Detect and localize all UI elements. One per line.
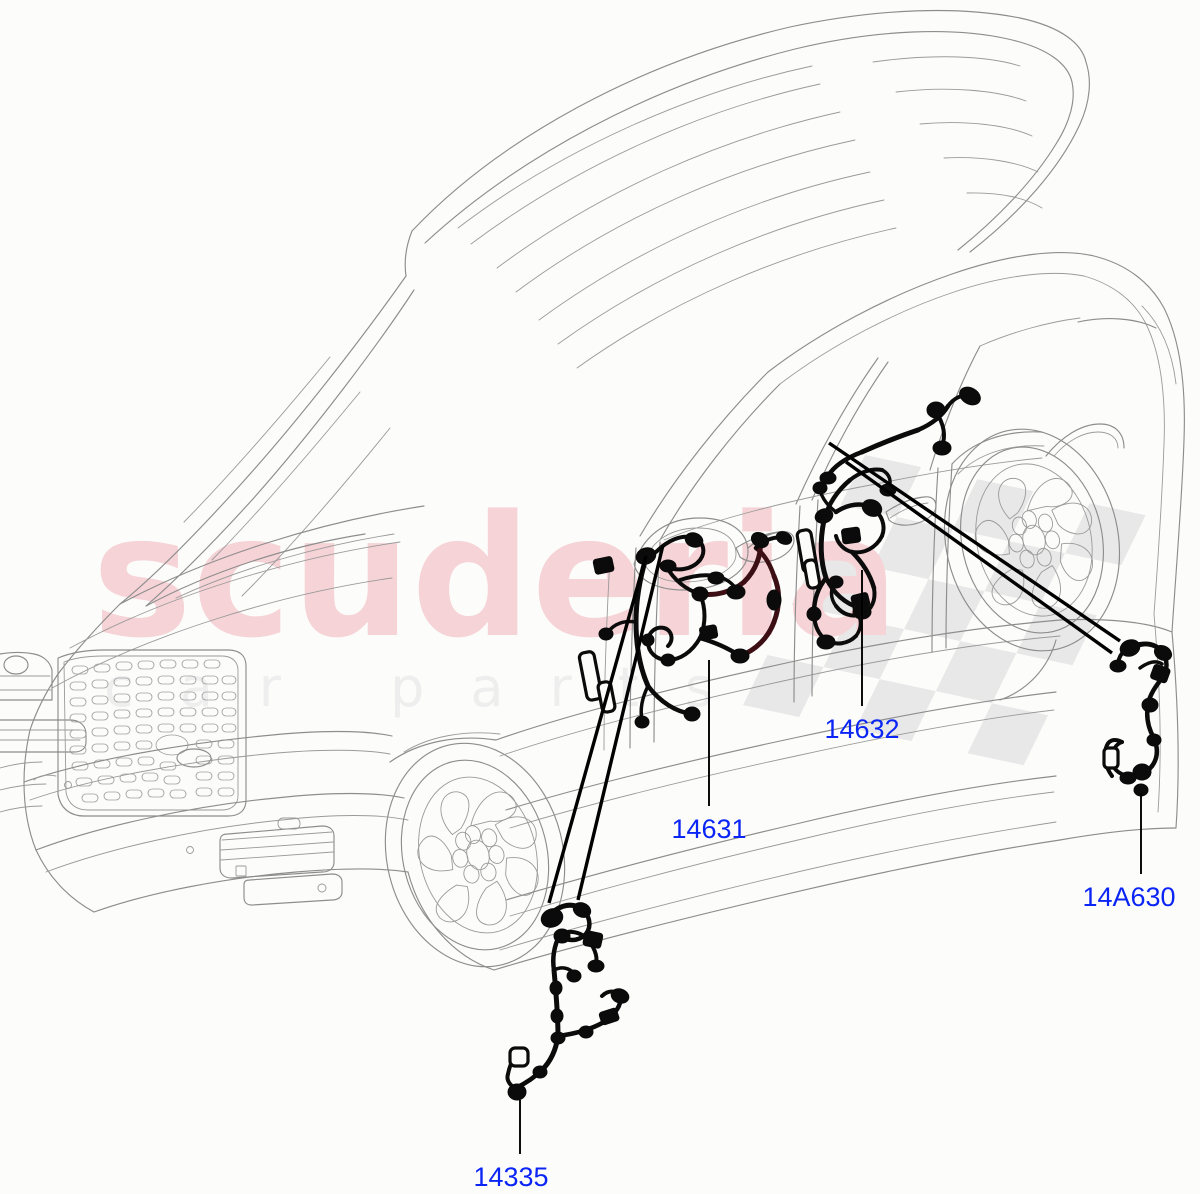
tailgate-harness-14335 xyxy=(505,902,630,1101)
callout-label-14A630[interactable]: 14A630 xyxy=(1082,882,1175,912)
side-glass xyxy=(639,252,1095,541)
front-door-clip xyxy=(577,650,617,714)
roof-panel xyxy=(404,9,1090,277)
roof-glass-lines xyxy=(457,56,1043,369)
front-bumper xyxy=(23,730,409,913)
extension-clip xyxy=(1102,746,1120,770)
front-wheel xyxy=(384,732,566,971)
pointer-to-extension-a xyxy=(828,441,1121,643)
front-grille xyxy=(57,649,247,817)
rear-wheel xyxy=(943,428,1121,701)
callout-label-14632[interactable]: 14632 xyxy=(824,714,899,744)
windscreen xyxy=(119,275,415,607)
callout-label-14631[interactable]: 14631 xyxy=(671,814,746,844)
callout-label-14335[interactable]: 14335 xyxy=(473,1162,548,1192)
pointer-to-front-door-b xyxy=(576,544,665,901)
grille-mesh xyxy=(69,659,237,803)
tailgate-clip xyxy=(508,1046,530,1068)
front-fender xyxy=(0,651,95,913)
hood xyxy=(23,505,425,783)
front-door-harness-14631 xyxy=(577,531,793,729)
callout-leaders xyxy=(519,570,1142,1154)
tailgate-connectors xyxy=(507,902,630,1101)
pointer-lines xyxy=(547,441,1121,904)
rear-door-harness-14632 xyxy=(795,386,981,650)
extension-connectors xyxy=(1109,639,1173,797)
pointer-to-front-door-a xyxy=(547,555,648,904)
rear-quarter xyxy=(1045,255,1185,841)
rear-door-clip xyxy=(795,528,822,590)
extension-harness-14A630 xyxy=(1102,639,1173,797)
pointer-to-extension-b xyxy=(845,460,1113,655)
